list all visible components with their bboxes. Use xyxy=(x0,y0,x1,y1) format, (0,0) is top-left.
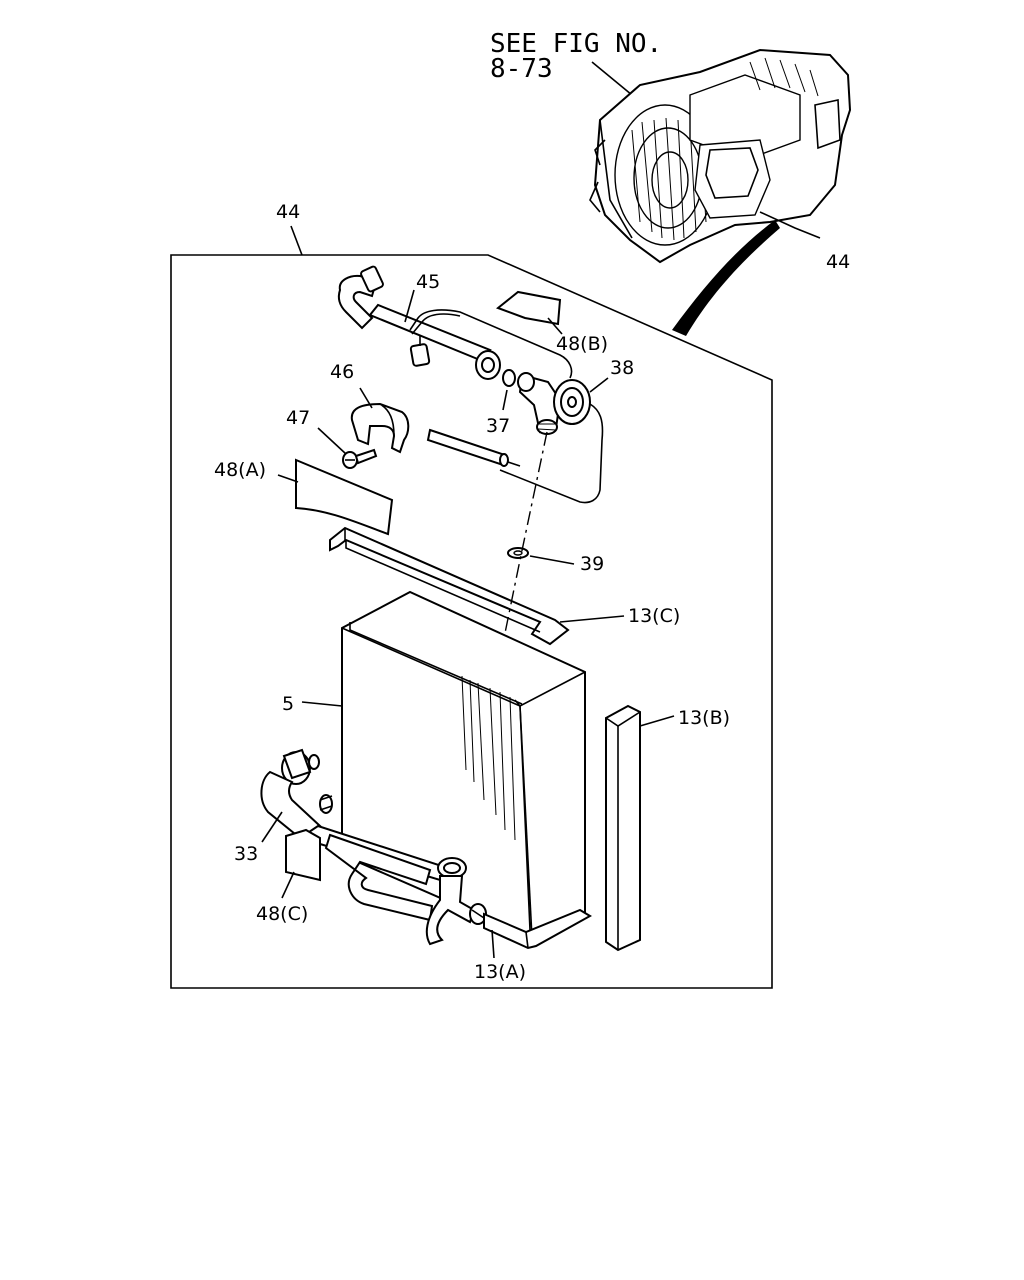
part-45-pipe xyxy=(337,265,573,380)
callout-39: 39 xyxy=(580,553,604,575)
part-47-screw xyxy=(342,448,378,469)
callout-37: 37 xyxy=(486,415,510,437)
callout-labels: 44 44 45 48(B) 38 46 37 47 48(A) 39 13(C… xyxy=(214,201,850,983)
callout-leader-37 xyxy=(502,389,508,411)
callout-leader-5 xyxy=(301,701,343,707)
callout-leader-13a xyxy=(491,929,495,959)
hvac-unit-inset xyxy=(589,48,852,336)
part-13c-seal xyxy=(329,526,570,646)
part-33-pipe xyxy=(260,748,487,946)
callout-48b: 48(B) xyxy=(556,333,608,355)
callout-13b: 13(B) xyxy=(678,707,730,729)
case-lower-section xyxy=(694,139,771,219)
callout-45: 45 xyxy=(416,271,440,293)
callout-leader-48a xyxy=(277,474,299,483)
callout-leader-48b xyxy=(547,317,563,335)
assembly-frame xyxy=(170,254,773,989)
sensing-bulb xyxy=(426,428,521,467)
fig-number: 8-73 xyxy=(490,54,553,84)
callout-leader-38 xyxy=(589,377,609,393)
callout-leader-48c xyxy=(281,871,295,899)
callout-47: 47 xyxy=(286,407,310,429)
callout-leader-44-inset xyxy=(759,211,821,239)
part-48c-tape xyxy=(285,828,321,882)
callout-38: 38 xyxy=(610,357,634,379)
part-48a-tape xyxy=(295,458,394,536)
callout-leader-33 xyxy=(261,811,283,843)
case-upper-section xyxy=(689,74,801,161)
callout-leader-47 xyxy=(317,427,347,455)
figure-reference-leader xyxy=(591,61,633,96)
inset-pointer xyxy=(672,220,780,336)
part-38-expansion-valve xyxy=(499,372,604,504)
callout-13a: 13(A) xyxy=(474,961,526,983)
part-46-clamp xyxy=(350,402,410,454)
callout-46: 46 xyxy=(330,361,354,383)
part-48b-tape xyxy=(495,290,562,326)
callout-5: 5 xyxy=(282,693,294,715)
part-13b-seal xyxy=(605,704,641,952)
callout-33: 33 xyxy=(234,843,258,865)
see-fig-line: SEE FIG NO. xyxy=(490,29,662,59)
callout-leader-13b xyxy=(639,715,675,727)
callout-44-inset: 44 xyxy=(826,251,850,273)
callout-13c: 13(C) xyxy=(628,605,680,627)
callout-leader-39 xyxy=(529,555,575,565)
callout-44: 44 xyxy=(276,201,300,223)
callout-48a: 48(A) xyxy=(214,459,266,481)
callout-leader-44 xyxy=(290,225,303,256)
callout-leader-45 xyxy=(404,289,415,323)
part-37-o-ring xyxy=(502,369,516,387)
callout-leader-13c xyxy=(559,615,625,623)
callout-leader-46 xyxy=(359,387,373,409)
callout-48c: 48(C) xyxy=(256,903,308,925)
figure-reference: SEE FIG NO. 8-73 xyxy=(490,29,662,96)
